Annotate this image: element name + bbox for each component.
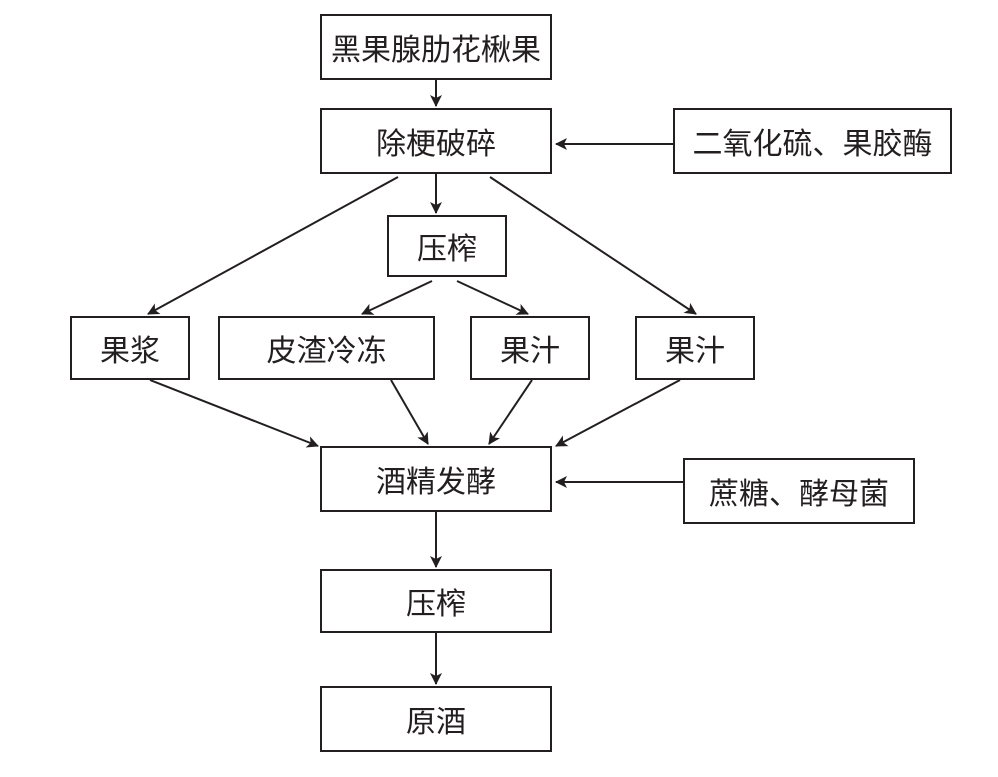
node-raw-material: 黑果腺肋花楸果 [320, 14, 552, 80]
arrow-destem-to-juice2 [489, 176, 697, 315]
arrow-pomace-to-ferment [390, 379, 429, 445]
node-juice-pressed: 果汁 [470, 316, 590, 380]
arrow-destem-to-pulp [147, 176, 399, 315]
arrow-juice2-to-ferment [555, 379, 681, 447]
node-alcohol-fermentation: 酒精发酵 [320, 446, 552, 512]
node-additive-sucrose-yeast: 蔗糖、酵母菌 [683, 458, 915, 524]
arrow-juice1-to-ferment [488, 379, 533, 445]
arrow-press1-to-pomace [361, 280, 433, 315]
node-press-first: 压榨 [387, 215, 507, 277]
node-destem-crush: 除梗破碎 [320, 108, 552, 174]
arrow-press1-to-juice1 [456, 280, 529, 315]
node-juice-direct: 果汁 [635, 316, 755, 380]
node-additive-sulfur-pectinase: 二氧化硫、果胶酶 [673, 108, 952, 174]
node-base-wine: 原酒 [320, 686, 552, 752]
edge-group [147, 80, 697, 685]
arrow-pulp-to-ferment [149, 379, 319, 448]
node-pomace-freezing: 皮渣冷冻 [218, 316, 435, 380]
node-fruit-pulp: 果浆 [70, 316, 190, 380]
node-press-second: 压榨 [320, 569, 552, 633]
